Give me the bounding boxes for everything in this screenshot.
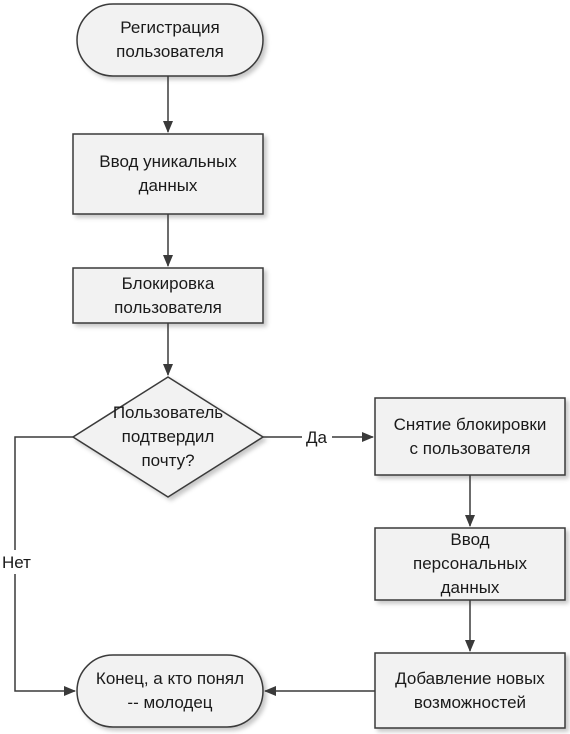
decision-label: Пользователь подтвердил почту? — [112, 403, 224, 470]
start-label: Регистрация пользователя — [116, 18, 224, 61]
decision-diamond — [71, 376, 265, 498]
block-user-box — [72, 267, 264, 324]
input-unique-label: Ввод уникальных данных — [99, 152, 237, 195]
block-user-label: Блокировка пользователя — [114, 273, 222, 317]
add-features-label: Добавление новых возможностей — [395, 668, 545, 712]
yes-label: Да — [306, 428, 328, 447]
start-terminator — [76, 3, 264, 77]
end-label: Конец, а кто понял -- молодец — [95, 669, 245, 712]
input-unique-box — [72, 133, 264, 215]
end-terminator — [76, 654, 264, 728]
input-personal-label: Ввод персональных данных — [413, 530, 527, 597]
unblock-label: Снятие блокировки с пользователя — [393, 414, 547, 458]
unblock-box — [374, 397, 566, 476]
no-label: Нет — [2, 553, 31, 572]
